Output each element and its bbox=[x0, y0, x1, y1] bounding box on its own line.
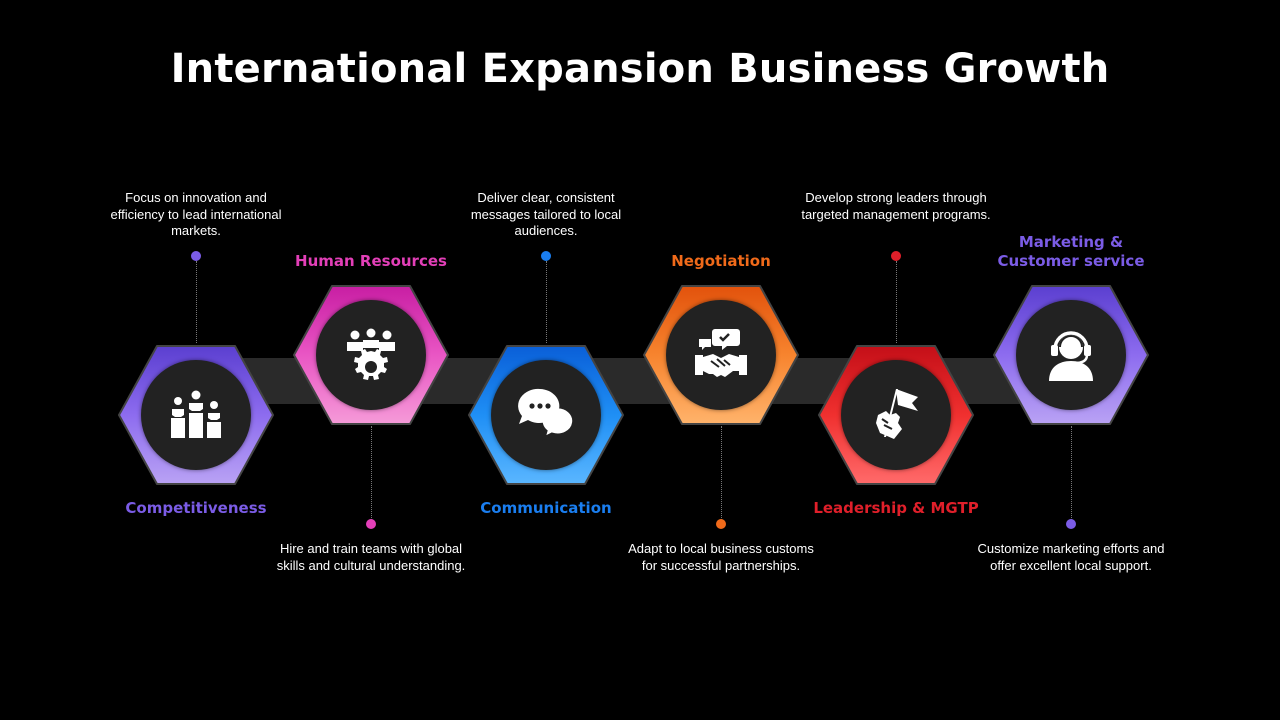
chat-bubbles-icon bbox=[518, 388, 576, 441]
icon-circle bbox=[1016, 300, 1126, 410]
connector-dot bbox=[191, 251, 201, 261]
step-hexagon bbox=[642, 284, 800, 426]
connector-dot bbox=[1066, 519, 1076, 529]
icon-circle bbox=[666, 300, 776, 410]
headset-agent-icon bbox=[1049, 331, 1093, 381]
connector-dot bbox=[716, 519, 726, 529]
step-description: Hire and train teams with global skills … bbox=[276, 541, 466, 573]
step-label: Negotiation bbox=[671, 252, 771, 270]
step-label: Communication bbox=[480, 499, 612, 517]
step-hexagon bbox=[467, 344, 625, 486]
step-description: Adapt to local business customs for succ… bbox=[628, 541, 814, 573]
icon-circle bbox=[491, 360, 601, 470]
team-gear-icon bbox=[347, 328, 395, 380]
step-label: Leadership & MGTP bbox=[813, 499, 979, 517]
connector-line bbox=[371, 426, 372, 522]
step-description: Develop strong leaders through targeted … bbox=[801, 190, 991, 222]
step-description: Deliver clear, consistent messages tailo… bbox=[470, 190, 622, 238]
step-label: Competitiveness bbox=[125, 499, 267, 517]
step-description: Customize marketing efforts and offer ex… bbox=[977, 541, 1165, 573]
step-hexagon bbox=[992, 284, 1150, 426]
step-description: Focus on innovation and efficiency to le… bbox=[110, 190, 282, 238]
connector-dot bbox=[366, 519, 376, 529]
hand-flag-icon bbox=[876, 389, 918, 439]
connector-line bbox=[896, 261, 897, 343]
icon-circle bbox=[316, 300, 426, 410]
connector-line bbox=[196, 261, 197, 343]
step-hexagon bbox=[292, 284, 450, 426]
handshake-icon bbox=[695, 329, 747, 377]
connector-dot bbox=[891, 251, 901, 261]
icon-circle bbox=[841, 360, 951, 470]
connector-line bbox=[1071, 426, 1072, 522]
connector-line bbox=[546, 261, 547, 343]
step-label: Human Resources bbox=[295, 252, 447, 270]
icon-circle bbox=[141, 360, 251, 470]
step-hexagon bbox=[117, 344, 275, 486]
podium-people-icon bbox=[171, 390, 221, 438]
page-title: International Expansion Business Growth bbox=[170, 46, 1110, 92]
step-hexagon bbox=[817, 344, 975, 486]
connector-dot bbox=[541, 251, 551, 261]
step-label: Marketing & Customer service bbox=[997, 233, 1145, 270]
connector-line bbox=[721, 426, 722, 522]
